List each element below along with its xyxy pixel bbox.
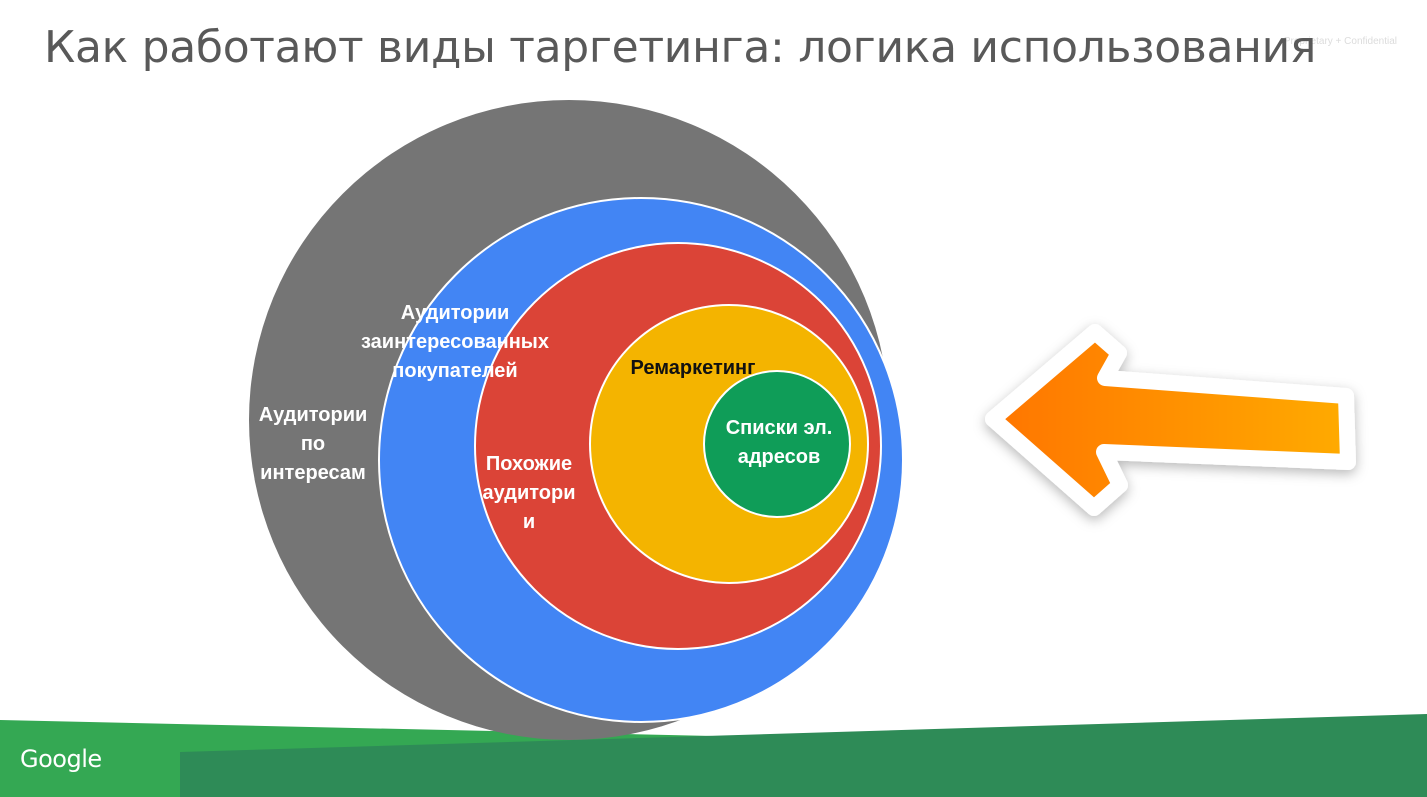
ring-email-lists <box>703 370 851 518</box>
ring-label-interest-audiences: Аудитории по интересам <box>258 404 368 484</box>
confidential-note: Proprietary + Confidential <box>1283 36 1397 47</box>
ring-label-email-lists: Списки эл. адресов <box>725 417 833 468</box>
arrow-left-icon <box>985 324 1356 516</box>
google-logo: Google <box>20 745 102 773</box>
slide-title: Как работают виды таргетинга: логика исп… <box>44 22 1317 73</box>
ring-label-remarketing: Ремаркетинг <box>630 357 756 379</box>
ring-label-similar-audiences: Похожие аудитори и <box>482 453 576 533</box>
ring-label-in-market-audiences: Аудитории заинтересованных покупателей <box>360 302 550 382</box>
footer-band-dark <box>180 714 1427 797</box>
